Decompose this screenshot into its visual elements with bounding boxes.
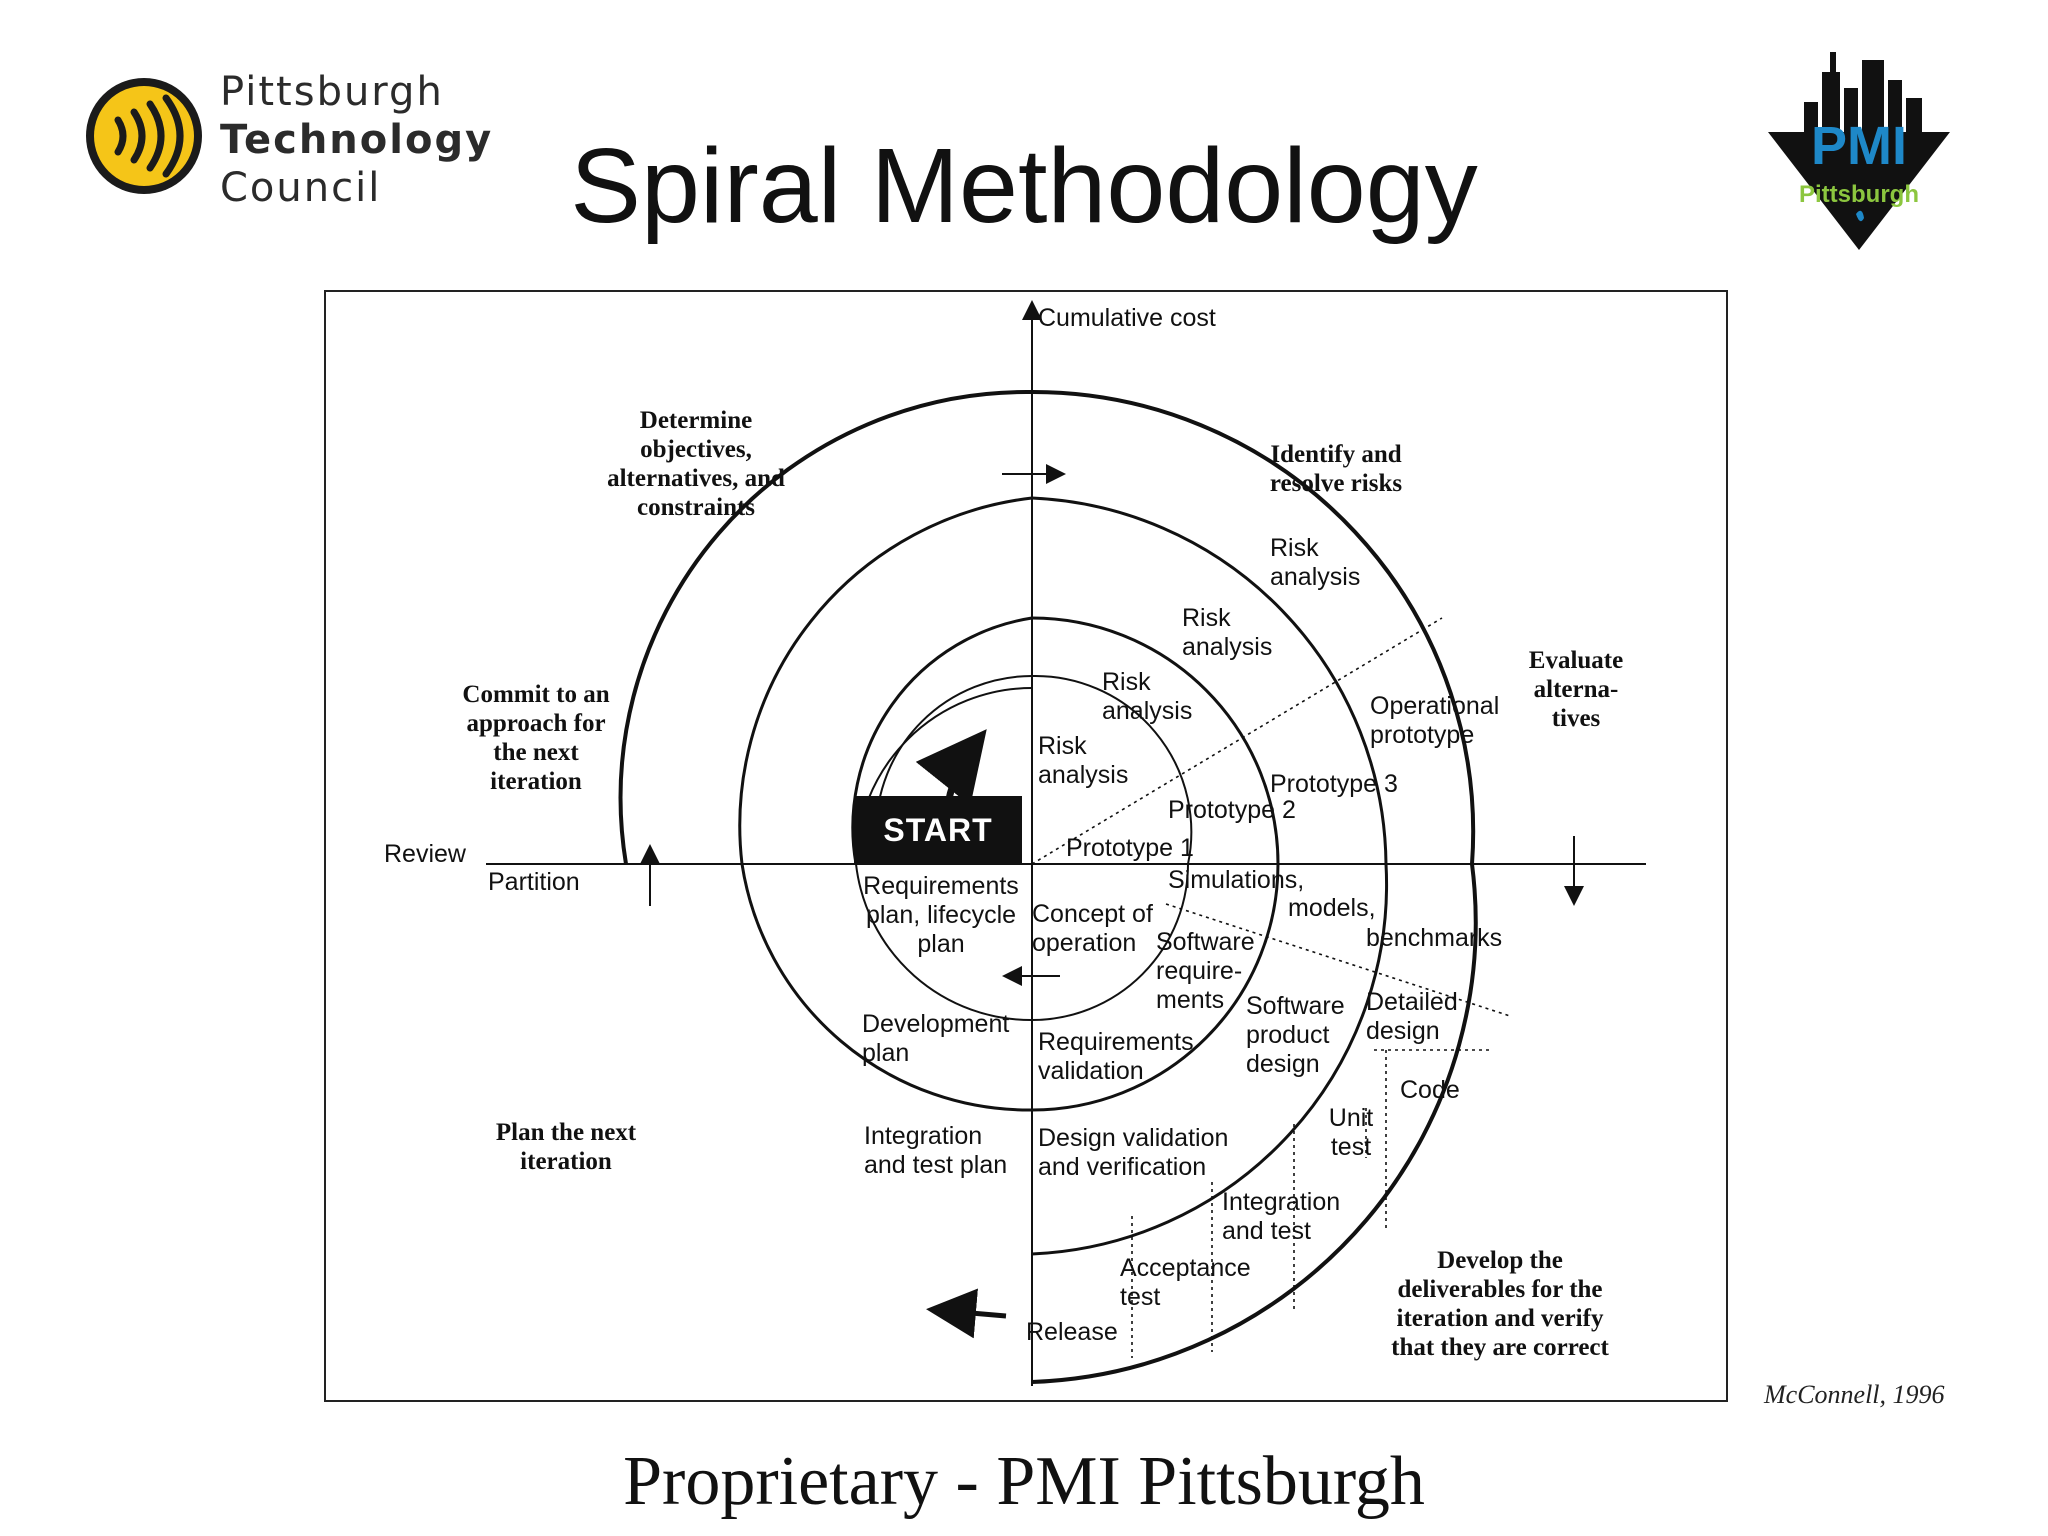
start-label: START [854,796,1022,864]
pmi-logo: PMI Pittsburgh [1764,32,1954,252]
ptc-signal-icon [86,78,202,194]
partition-label: Partition [488,868,580,896]
review-label: Review [384,840,466,868]
simulations-line2: models, [1288,894,1376,922]
release-label: Release [1026,1318,1118,1346]
footer: Proprietary - PMI Pittsburgh [623,1443,1425,1520]
ptc-logo: Pittsburgh Technology Council [84,68,491,211]
code-label: Code [1400,1076,1460,1104]
simulations-line3: benchmarks [1366,924,1503,952]
direction-arrows [640,464,1584,986]
spiral [618,389,1478,1384]
prototype-2: Prototype 2 [1168,796,1296,824]
ptc-line3: Council [220,165,382,211]
citation: McConnell, 1996 [1764,1380,1945,1409]
spiral-drawing [486,300,1646,1386]
ptc-line1: Pittsburgh [220,69,444,115]
fountain-icon [1856,210,1864,222]
prototype-1: Prototype 1 [1066,834,1194,862]
simulations-line1: Simulations, [1168,866,1305,894]
release-arrow [926,1288,1007,1339]
ptc-line2: Technology [220,117,494,163]
pmi-city: Pittsburgh [1799,181,1919,208]
axis-label: Cumulative cost [1038,304,1216,332]
pmi-mark: PMI [1811,116,1907,176]
dotted-dividers [1031,617,1511,1358]
page-title: Spiral Methodology [570,127,1478,245]
start-arrow [915,729,987,806]
prototype-3: Prototype 3 [1270,770,1398,798]
